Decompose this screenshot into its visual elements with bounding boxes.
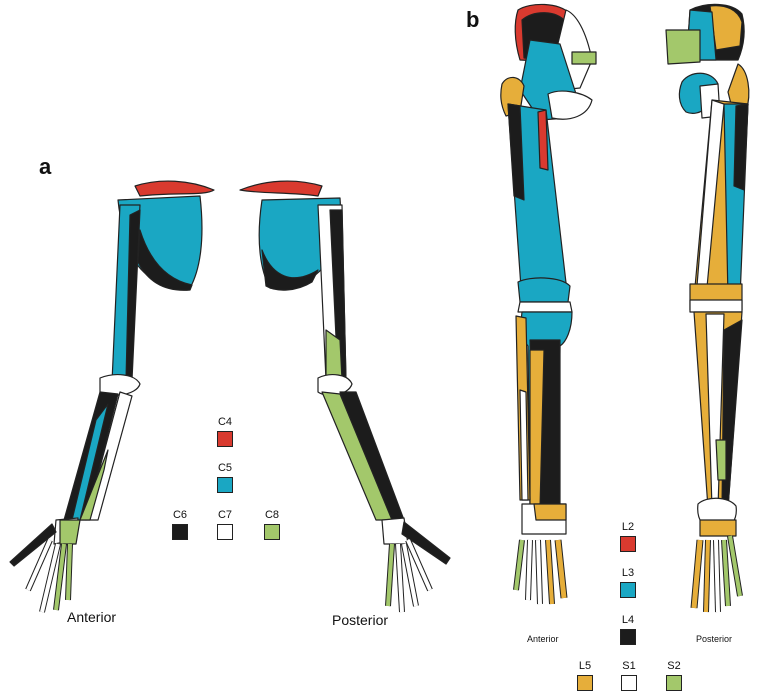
legend-item-l5: L5 — [565, 660, 605, 691]
upper-anterior-label: Anterior — [67, 609, 117, 625]
foot-anterior — [513, 503, 568, 605]
legend-item-l3: L3 — [608, 567, 648, 598]
hand-anterior — [9, 517, 81, 613]
legend-code: L4 — [621, 614, 635, 626]
legend-item-s2: S2 — [654, 660, 694, 691]
legend-swatch — [217, 477, 233, 493]
legend-swatch — [172, 524, 188, 540]
knee-anterior — [517, 301, 573, 313]
legend-swatch — [620, 629, 636, 645]
lower-limb-posterior — [665, 3, 750, 613]
legend-code: C4 — [217, 416, 233, 428]
legend-code: L2 — [621, 521, 635, 533]
legend-swatch — [620, 536, 636, 552]
legend-item-c7: C7 — [205, 509, 245, 540]
legend-item-s1: S1 — [609, 660, 649, 691]
legend-swatch — [621, 675, 637, 691]
legend-item-l2: L2 — [608, 521, 648, 552]
upper-posterior-label: Posterior — [332, 612, 389, 628]
lower-anterior-label: Anterior — [527, 634, 559, 644]
upper-limb-anterior — [9, 180, 215, 613]
lower-posterior-label: Posterior — [696, 634, 733, 644]
legend-code: C7 — [217, 509, 233, 521]
legend-swatch — [217, 524, 233, 540]
legend-code: C5 — [217, 462, 233, 474]
foot-posterior — [690, 497, 743, 613]
legend-code: L3 — [621, 567, 635, 579]
legend-code: C6 — [172, 509, 188, 521]
panel-b-label: b — [466, 7, 480, 32]
clavicle-posterior — [239, 180, 323, 197]
legend-item-l4: L4 — [608, 614, 648, 645]
panel-a-label: a — [39, 154, 52, 179]
legend-code: S1 — [622, 660, 636, 672]
legend-code: L5 — [578, 660, 592, 672]
upper-limb-posterior — [239, 180, 451, 613]
lower-limb-anterior — [500, 3, 597, 605]
hand-posterior — [381, 517, 451, 613]
legend-item-c8: C8 — [252, 509, 292, 540]
legend-swatch — [264, 524, 280, 540]
legend-swatch — [217, 431, 233, 447]
clavicle-anterior — [134, 180, 215, 197]
legend-swatch — [666, 675, 682, 691]
legend-item-c4: C4 — [205, 416, 245, 447]
legend-swatch — [620, 582, 636, 598]
legend-code: C8 — [264, 509, 280, 521]
legend-code: S2 — [667, 660, 681, 672]
legend-item-c5: C5 — [205, 462, 245, 493]
legend-item-c6: C6 — [160, 509, 200, 540]
legend-swatch — [577, 675, 593, 691]
